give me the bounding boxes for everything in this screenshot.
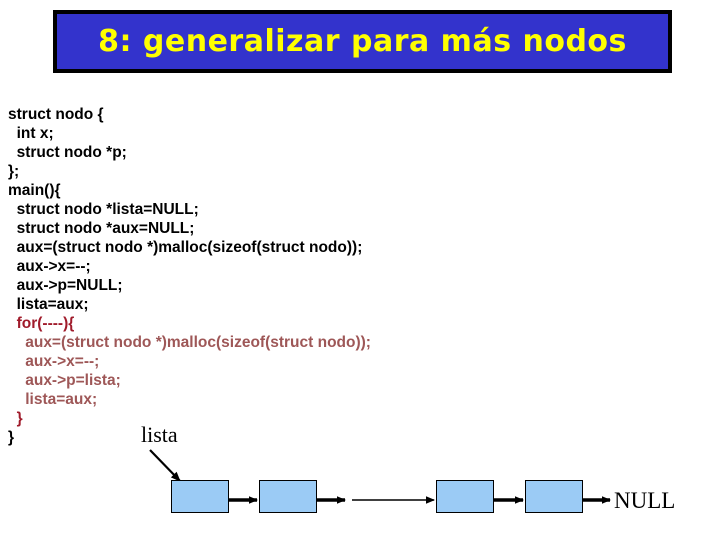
code-line: } [8,429,15,446]
code-line: aux->p=NULL; [8,277,123,294]
slide-title-banner: 8: generalizar para más nodos [53,10,672,73]
code-line: struct nodo *lista=NULL; [8,201,199,218]
code-block: struct nodo { int x; struct nodo *p;}; ma… [8,105,428,447]
code-line: aux=(struct nodo *)malloc(sizeof(struct … [8,239,363,256]
code-line: aux->x=--; [8,258,91,275]
code-line: }; [8,163,20,180]
code-line: lista=aux; [8,391,98,408]
list-node-box [171,480,229,513]
code-line: } [8,410,23,427]
list-node-box [525,480,583,513]
null-terminator-label: NULL [614,488,676,513]
code-line: main(){ [8,182,61,199]
code-line: lista=aux; [8,296,89,313]
page-title: 8: generalizar para más nodos [98,23,627,59]
code-line: for(----){ [8,315,75,332]
code-line: struct nodo { [8,106,104,123]
lista-pointer-label: lista [141,422,178,447]
code-line: int x; [8,125,54,142]
code-line: struct nodo *p; [8,144,127,161]
code-line: aux->p=lista; [8,372,121,389]
list-node-box [259,480,317,513]
code-line: aux->x=--; [8,353,100,370]
lista-pointer-arrow [149,449,181,482]
list-node-box [436,480,494,513]
code-line: aux=(struct nodo *)malloc(sizeof(struct … [8,334,371,351]
code-line: struct nodo *aux=NULL; [8,220,195,237]
